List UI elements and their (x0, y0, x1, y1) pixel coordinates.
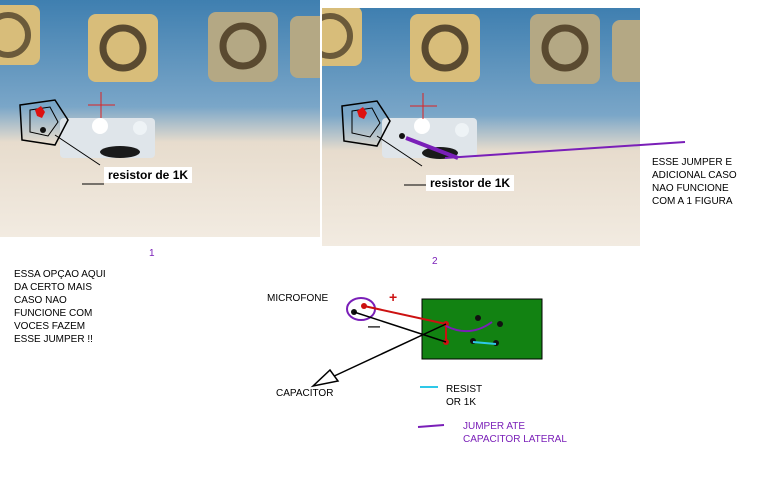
photo-2: resistor de 1K (322, 8, 640, 246)
caption-1: 1 (149, 248, 155, 259)
plus-sign: + (389, 289, 398, 305)
legend-resistor-line (420, 386, 438, 388)
microfone-label: MICROFONE (267, 293, 329, 304)
legend-jumper-line (417, 424, 445, 428)
wiring-diagram (310, 297, 543, 388)
note-right: ESSE JUMPER E ADICIONAL CASO NAO FUNCION… (652, 157, 737, 207)
legend-resistor-label: RESIST OR 1K (446, 384, 483, 408)
pad-group-2 (322, 8, 640, 84)
jumper-line (444, 141, 686, 159)
minus-sign: — (368, 319, 380, 333)
note-left: ESSA OPÇAO AQUI DA CERTO MAIS CASO NAO F… (14, 269, 106, 345)
photo-1: resistor de 1K (0, 0, 320, 237)
capacitor-label: CAPACITOR (276, 388, 334, 399)
photo-1-image (0, 0, 320, 237)
resistor-label-1: resistor de 1K (104, 167, 193, 183)
pad-group (0, 5, 320, 82)
legend-jumper-label: JUMPER ATE CAPACITOR LATERAL (463, 421, 567, 445)
resistor-label-2: resistor de 1K (426, 175, 515, 191)
pcb-board (421, 298, 543, 360)
photo-2-image (322, 8, 640, 246)
caption-2: 2 (432, 256, 438, 267)
